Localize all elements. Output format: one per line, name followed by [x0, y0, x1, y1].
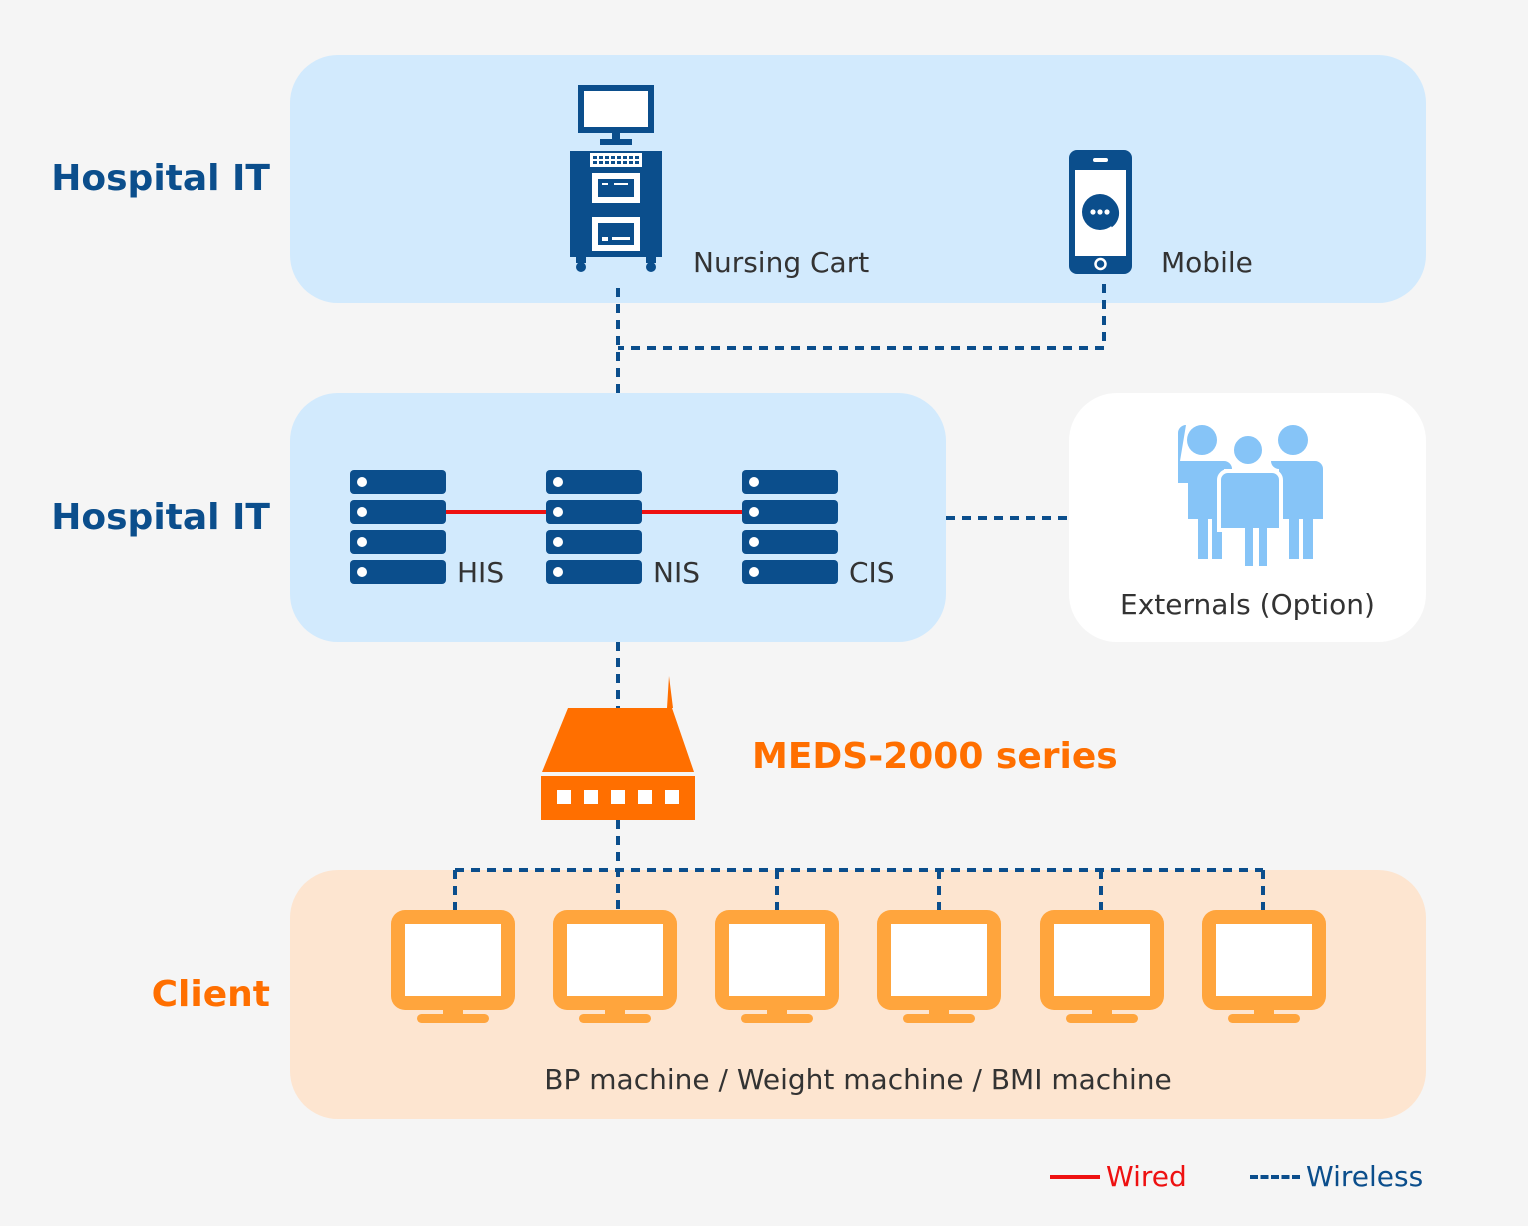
server-icon: [546, 470, 642, 584]
section-label-client: Client: [151, 974, 270, 1015]
mobile-phone-icon: [1069, 150, 1132, 274]
hospital-it-top-panel: [290, 55, 1426, 303]
monitor-icon: [715, 910, 839, 1023]
mobile-label: Mobile: [1161, 246, 1253, 279]
nursing-cart-label: Nursing Cart: [693, 246, 870, 279]
client-devices-caption: BP machine / Weight machine / BMI machin…: [544, 1063, 1172, 1096]
nursing-cart-icon: [570, 85, 662, 272]
monitor-icon: [877, 910, 1001, 1023]
server-label-nis: NIS: [653, 556, 700, 589]
legend-wireless-label: Wireless: [1306, 1160, 1424, 1193]
server-label-cis: CIS: [849, 556, 895, 589]
legend-wired: Wired: [1050, 1160, 1187, 1193]
people-group-icon: [1178, 425, 1323, 570]
monitor-icon: [391, 910, 515, 1023]
server-icon: [350, 470, 446, 584]
section-label-hospital-it-top: Hospital IT: [51, 158, 270, 199]
server-icon: [742, 470, 838, 584]
monitor-icon: [1202, 910, 1326, 1023]
section-label-hospital-it-servers: Hospital IT: [51, 497, 270, 538]
externals-label: Externals (Option): [1120, 588, 1375, 621]
router-icon: [541, 676, 695, 820]
monitor-icon: [553, 910, 677, 1023]
monitor-icon: [1040, 910, 1164, 1023]
legend-wired-label: Wired: [1106, 1160, 1187, 1193]
server-label-his: HIS: [457, 556, 505, 589]
legend-wireless: Wireless: [1250, 1160, 1423, 1193]
gateway-label: MEDS-2000 series: [752, 736, 1118, 777]
wireless-line-swatch: [1250, 1174, 1300, 1179]
wired-line-swatch: [1050, 1174, 1100, 1179]
